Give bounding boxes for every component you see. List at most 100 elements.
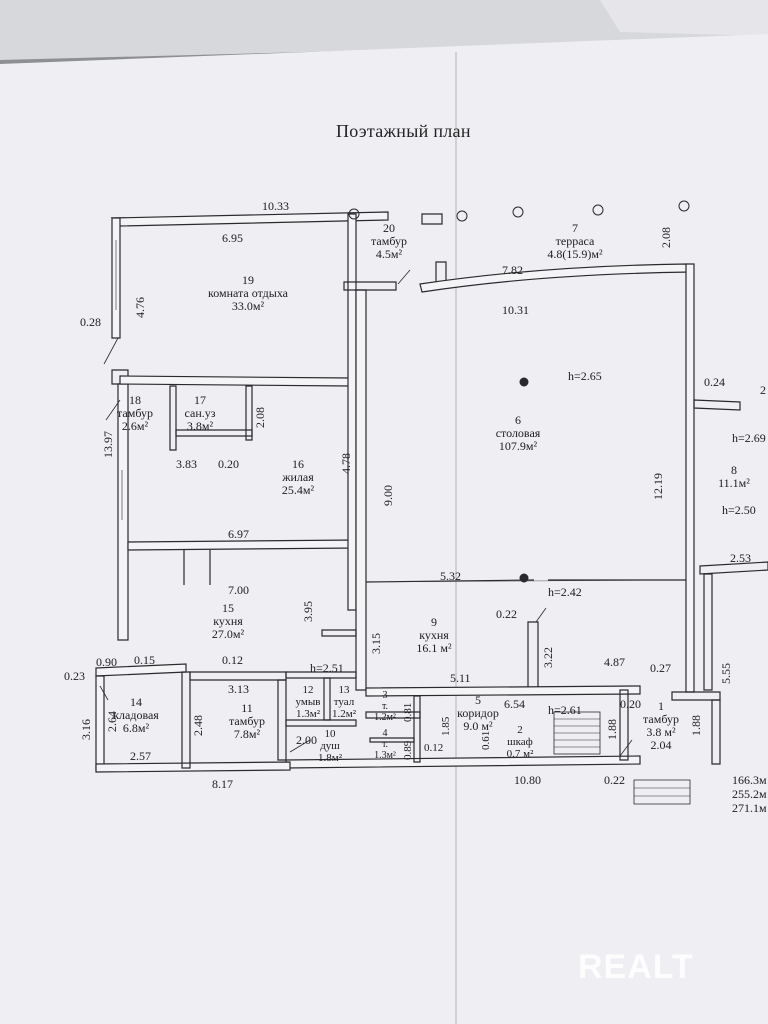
dimension-leaders [99, 269, 687, 757]
room-19-number: 19 [242, 273, 254, 287]
dim-label: 0.27 [650, 661, 671, 675]
room-17-area: 3.8м² [186, 419, 214, 433]
room-1-number: 1 [658, 699, 664, 713]
room-9-area: 16.1 м² [416, 641, 452, 655]
room-7-area: 4.8(15.9)м² [547, 247, 603, 261]
room-4-name: т. [381, 739, 389, 750]
dim-label-vertical: 2.08 [253, 407, 267, 428]
room-12-number: 12 [302, 684, 314, 696]
room-14-label: 14 кладовая 6.8м² [108, 696, 164, 735]
room-14-name: кладовая [113, 708, 159, 722]
dim-label-vertical: 0.81 [402, 702, 414, 722]
room-12-area: 1.3м² [295, 708, 320, 720]
room-9-number: 9 [431, 615, 437, 629]
room-3-area: 1.2м² [374, 712, 396, 723]
room-14-number: 14 [130, 695, 142, 709]
dim-label-vertical: 13.97 [101, 431, 115, 458]
room-5-label: 5 коридор 9.0 м² [448, 694, 508, 733]
dim-label-vertical: 2.08 [659, 227, 673, 248]
room-8-number: 8 [731, 463, 737, 477]
room-13-name: туал [333, 696, 355, 708]
dim-label: 3.83 [176, 457, 197, 471]
dim-label-vertical: 9.00 [381, 485, 395, 506]
room-12-label: 12 умыв 1.3м² [290, 684, 326, 720]
back-sheet-corner [600, 0, 768, 36]
dim-label-vertical: 3.15 [369, 633, 383, 654]
room-1-area: 3.8 м² [646, 725, 676, 739]
dim-label-vertical: 1.85 [440, 716, 452, 736]
room-8-label: 8 11.1м² [710, 464, 758, 490]
dim-label-vertical: 2.64 [105, 711, 119, 732]
dim-label-vertical: 3.95 [301, 601, 315, 622]
dim-label: 8.17 [212, 777, 233, 791]
room-6-area: 107.9м² [498, 439, 538, 453]
room-11-number: 11 [241, 701, 253, 715]
dim-label: 0.90 [96, 655, 117, 669]
room-12-name: умыв [295, 696, 321, 708]
dim-label: 3.13 [228, 682, 249, 696]
dim-label-vertical: 3.16 [79, 719, 93, 740]
room-7-label: 7 терраса 4.8(15.9)м² [530, 222, 620, 261]
dim-label: 10.33 [262, 199, 289, 213]
dim-label: 0.12 [424, 742, 444, 754]
dim-label-vertical: 1.88 [605, 719, 619, 740]
dim-label: 5.32 [440, 569, 461, 583]
room-20-area: 4.5м² [375, 247, 403, 261]
dim-label: 6.54 [504, 697, 525, 711]
dim-label: 0.22 [496, 607, 517, 621]
dim-label-vertical: 3.22 [541, 647, 555, 668]
dim-label-vertical: 2.48 [191, 715, 205, 736]
room-1-dim: 2.04 [650, 738, 672, 752]
dim-label: h=2.50 [722, 503, 756, 517]
total-area-1: 166.3м [732, 773, 767, 787]
room-4-area: 1.3м² [374, 750, 396, 761]
room-19-label: 19 комната отдыха 33.0м² [198, 274, 298, 313]
room-15-label: 15 кухня 27.0м² [200, 602, 256, 641]
room-16-area: 25.4м² [281, 483, 315, 497]
dim-label: 5.11 [450, 671, 471, 685]
dim-label: 6.95 [222, 231, 243, 245]
dim-label: 4.87 [604, 655, 625, 669]
total-area-2: 255.2м [732, 787, 767, 801]
room-2-number: 2 [517, 724, 523, 736]
room-20-label: 20 тамбур 4.5м² [366, 222, 412, 261]
room-11-label: 11 тамбур 7.8м² [222, 702, 272, 741]
dim-label: 0.28 [80, 315, 101, 329]
paper-sheet [0, 34, 768, 1024]
dim-label-vertical: 4.78 [339, 453, 353, 474]
room-6-name: столовая [495, 426, 541, 440]
dim-label-vertical: 5.55 [719, 663, 733, 684]
room-10-number: 10 [324, 728, 336, 740]
dim-label: 10.80 [514, 773, 541, 787]
room-3-number: 3 [382, 690, 388, 701]
dim-label: 7.82 [502, 263, 523, 277]
room-8-area: 11.1м² [718, 476, 750, 490]
room-17-number: 17 [194, 393, 206, 407]
room-18-label: 18 тамбур 2.6м² [112, 394, 158, 433]
room-15-name: кухня [213, 614, 243, 628]
room-13-number: 13 [338, 684, 350, 696]
dim-label: 7.00 [228, 583, 249, 597]
dim-label: 0.24 [704, 375, 725, 389]
dim-label: h=2.65 [568, 369, 602, 383]
room-4-number: 4 [382, 728, 388, 739]
room-15-area: 27.0м² [211, 627, 245, 641]
dim-label: 0.15 [134, 653, 155, 667]
room-16-number: 16 [292, 457, 304, 471]
dim-label: 6.97 [228, 527, 249, 541]
dim-label: 0.23 [64, 669, 85, 683]
room-7-name: терраса [555, 234, 595, 248]
room-19-name: комната отдыха [207, 286, 288, 300]
room-10-name: душ [320, 740, 340, 752]
room-6-number: 6 [515, 413, 521, 427]
dim-label: h=2.42 [548, 585, 582, 599]
dim-label: 2 [760, 383, 766, 397]
dim-label: h=2.51 [310, 661, 344, 675]
dim-label: 0.20 [218, 457, 239, 471]
room-2-name: шкаф [507, 736, 533, 748]
room-3-label: 3 т. 1.2м² [370, 690, 400, 723]
room-2-area: 0.7 м² [506, 748, 534, 760]
dim-label: 0.20 [620, 697, 641, 711]
dim-label: 2.53 [730, 551, 751, 565]
